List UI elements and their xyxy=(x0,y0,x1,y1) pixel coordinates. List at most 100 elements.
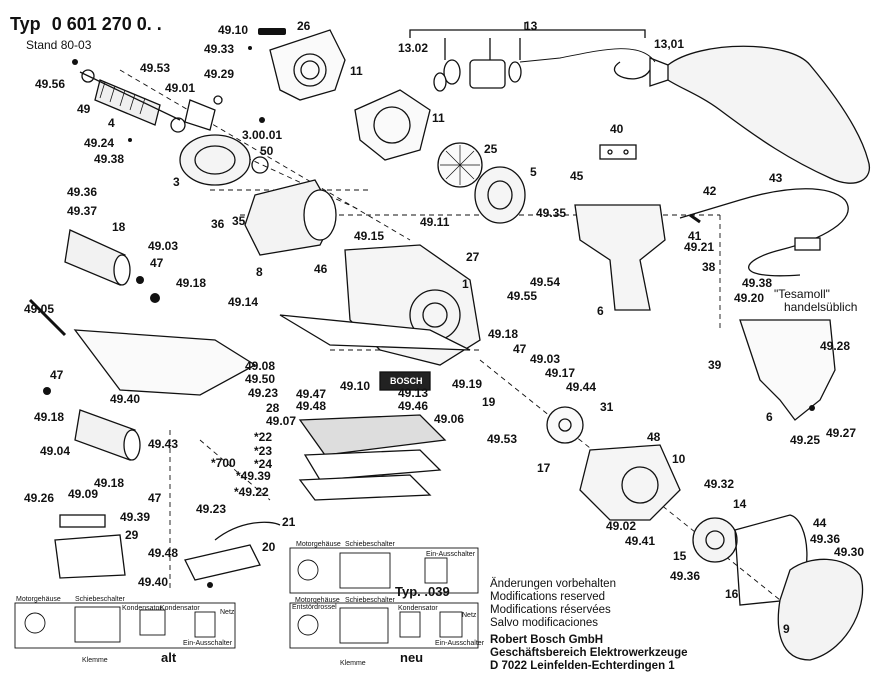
part-label: 49.36 xyxy=(810,532,841,546)
part-label: 49.27 xyxy=(826,426,857,440)
part-label: 29 xyxy=(125,528,139,542)
stator xyxy=(179,134,251,186)
part-label: 13.02 xyxy=(398,41,429,55)
stand-date: Stand 80-03 xyxy=(26,38,92,52)
part-label: 49.32 xyxy=(704,477,735,491)
schematic-right-label: Klemme xyxy=(340,660,366,667)
part-label: 49.20 xyxy=(734,291,765,305)
part-label: 49.03 xyxy=(530,352,561,366)
part-label: 49.17 xyxy=(545,366,576,380)
part-label: 49.53 xyxy=(140,61,171,75)
part-label: 49.04 xyxy=(40,444,71,458)
part-label: 19 xyxy=(482,395,496,409)
part-label: 16 xyxy=(725,587,739,601)
part-label: *49.39 xyxy=(236,469,271,483)
changes-note: Modifications réservées xyxy=(490,604,611,616)
fan-cover xyxy=(269,29,346,101)
part-label: *23 xyxy=(254,444,273,458)
company-address: D 7022 Leinfelden-Echterdingen 1 xyxy=(490,660,675,672)
part-label: 14 xyxy=(733,497,747,511)
part-label: 1 xyxy=(462,277,469,291)
schematic-right-label: Ein-Ausschalter xyxy=(435,640,485,647)
part-label: 49.02 xyxy=(606,519,637,533)
part-label: 49.37 xyxy=(67,204,98,218)
part-label: 47 xyxy=(150,256,164,270)
part-label: 49.56 xyxy=(35,77,66,91)
part-label: 6 xyxy=(597,304,604,318)
part-label: 49.38 xyxy=(94,152,125,166)
part-label: 49.19 xyxy=(452,377,483,391)
part-label: 49.43 xyxy=(148,437,179,451)
part-label: 38 xyxy=(702,260,716,274)
part-label: 49 xyxy=(77,102,91,116)
company-name: Robert Bosch GmbH xyxy=(490,634,604,646)
schematic-left-label: Kondensator xyxy=(160,605,200,612)
schematic-right-label: Motorgehäuse xyxy=(295,597,340,604)
part-label: 49.06 xyxy=(434,412,465,426)
part-label: 47 xyxy=(148,491,162,505)
part-label: 11 xyxy=(432,111,445,125)
part-label: 49.18 xyxy=(34,410,65,424)
part-label: *24 xyxy=(254,457,273,471)
part-label: 49.10 xyxy=(218,23,249,37)
part-label: 49.09 xyxy=(68,487,99,501)
part-label: 49.21 xyxy=(684,240,715,254)
part-label: 6 xyxy=(766,410,773,424)
changes-note: Modifications reserved xyxy=(490,591,606,603)
part-label: 21 xyxy=(282,515,296,529)
part-label: 49.55 xyxy=(507,289,538,303)
part-label: 49.40 xyxy=(110,392,141,406)
part-label: 46 xyxy=(314,262,328,276)
part-label: *49.22 xyxy=(234,485,269,499)
part-label: 47 xyxy=(513,342,527,356)
part-label: 27 xyxy=(466,250,480,264)
part-label: 49.18 xyxy=(176,276,207,290)
part-label: 28 xyxy=(266,401,280,415)
part-label: 49.18 xyxy=(488,327,519,341)
part-label: 36 xyxy=(211,217,225,231)
part-label: 49.08 xyxy=(245,359,276,373)
belt-cover xyxy=(777,558,864,661)
part-label: *22 xyxy=(254,430,273,444)
part-label: 49.47 xyxy=(296,387,327,401)
part-label: 49.40 xyxy=(138,575,169,589)
part-label: 49.23 xyxy=(196,502,227,516)
schematic-left-label: Klemme xyxy=(82,657,108,664)
part-label: 18 xyxy=(112,220,126,234)
part-label: 49.14 xyxy=(228,295,259,309)
part-label: 49.11 xyxy=(420,215,450,229)
type-number: 0 601 270 0. . xyxy=(51,14,162,34)
part-label: 49.23 xyxy=(248,386,279,400)
changes-note: Änderungen vorbehalten xyxy=(490,578,616,590)
part-label: 49.54 xyxy=(530,275,561,289)
part-label: 47 xyxy=(50,368,64,382)
schematic-right-label: Schiebeschalter xyxy=(345,597,395,604)
part-label: 49.41 xyxy=(625,534,656,548)
part-label: 5 xyxy=(530,165,537,179)
part-label: 49.46 xyxy=(398,399,429,413)
part-label: 49.50 xyxy=(245,372,276,386)
part-label: 49.05 xyxy=(24,302,55,316)
tesamoll-note-2: handelsüblich xyxy=(784,300,858,314)
part-label: 3.00.01 xyxy=(242,128,283,142)
part-label: 49.10 xyxy=(340,379,371,393)
part-label: 49.28 xyxy=(820,339,851,353)
schematic-left-label: Motorgehäuse xyxy=(16,596,61,603)
schematic-top-label: Schiebeschalter xyxy=(345,541,395,548)
part-label: 49.26 xyxy=(24,491,55,505)
part-label: 9 xyxy=(783,622,790,636)
part-label: 49.35 xyxy=(536,206,567,220)
part-label: 11 xyxy=(350,64,363,78)
part-label: 10 xyxy=(672,452,686,466)
part-label: 49.33 xyxy=(204,42,235,56)
part-label: 49.15 xyxy=(354,229,385,243)
bosch-plate-label: BOSCH xyxy=(390,376,423,386)
part-label: 13 xyxy=(524,19,538,33)
part-label: 15 xyxy=(673,549,687,563)
schematic-right-label: Kondensator xyxy=(398,605,438,612)
part-label: 3 xyxy=(173,175,180,189)
schematic-left-caption: alt xyxy=(161,650,177,665)
schematic-left-label: Netz xyxy=(220,609,235,616)
part-label: *700 xyxy=(211,456,236,470)
